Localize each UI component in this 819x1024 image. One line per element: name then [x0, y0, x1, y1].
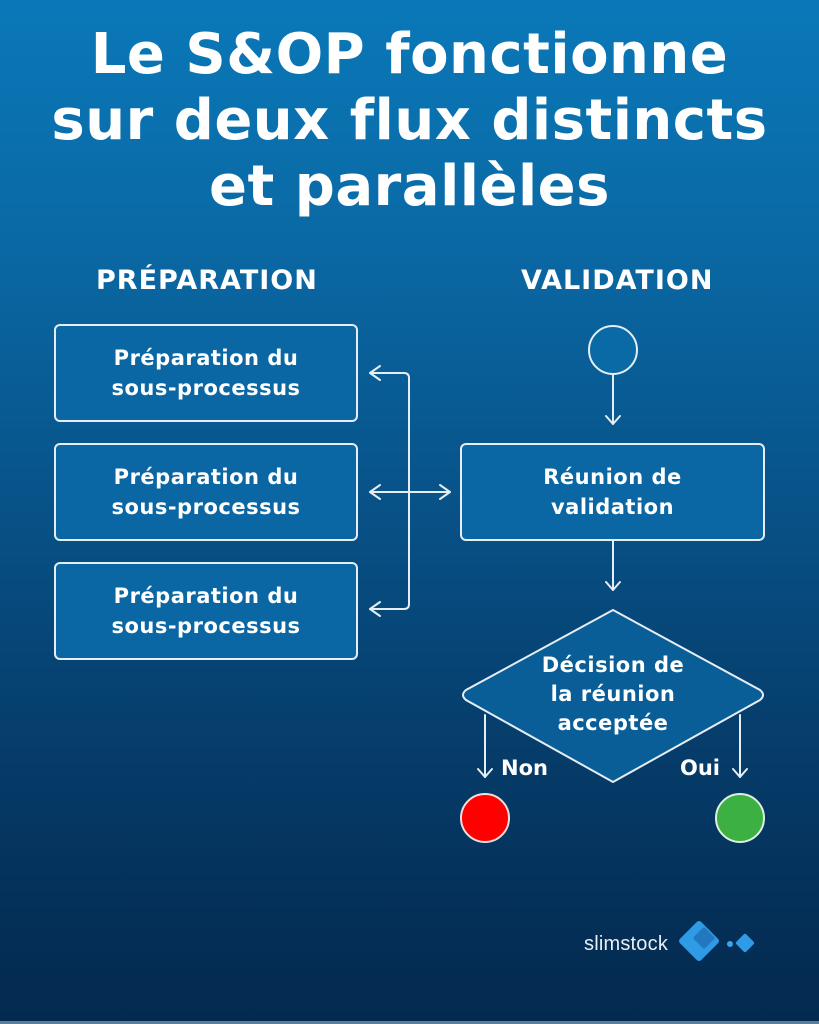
branch-no-label: Non — [501, 756, 548, 780]
arrow-left-icon — [369, 484, 381, 500]
decision-diamond — [462, 608, 764, 784]
title-line-2: sur deux flux distincts — [51, 88, 768, 153]
prep-box-1: Préparation du sous-processus — [54, 324, 358, 422]
branch-yes-label: Oui — [680, 756, 721, 780]
end-node-no-icon — [460, 793, 510, 843]
arrow-down-icon — [605, 415, 621, 425]
prep-box-line1: Préparation du — [113, 346, 299, 370]
bottom-border — [0, 1021, 819, 1024]
arrow-left-icon — [369, 601, 381, 617]
arrow-down-icon — [732, 768, 748, 778]
prep-box-line1: Préparation du — [113, 465, 299, 489]
decision-line2: la réunion — [550, 682, 676, 706]
prep-box-line2: sous-processus — [111, 495, 301, 519]
prep-box-line1: Préparation du — [113, 584, 299, 608]
arrow-right-icon — [439, 484, 451, 500]
prep-box-2: Préparation du sous-processus — [54, 443, 358, 541]
page-title: Le S&OP fonctionne sur deux flux distinc… — [0, 22, 819, 220]
slimstock-logo: slimstock — [584, 918, 760, 970]
logo-text: slimstock — [584, 932, 669, 955]
logo-diamonds-icon — [679, 921, 755, 961]
prep-box-line2: sous-processus — [111, 376, 301, 400]
prep-box-3: Préparation du sous-processus — [54, 562, 358, 660]
decision-line3: acceptée — [557, 711, 669, 735]
title-line-1: Le S&OP fonctionne — [90, 22, 729, 87]
decision-text: Décision de la réunion acceptée — [513, 651, 713, 738]
validation-heading: VALIDATION — [521, 265, 714, 296]
arrow-down-icon — [477, 768, 493, 778]
prep-box-line2: sous-processus — [111, 614, 301, 638]
end-node-yes-icon — [715, 793, 765, 843]
meeting-line1: Réunion de — [543, 465, 682, 489]
arrow-down-icon — [605, 581, 621, 591]
decision-line1: Décision de — [541, 653, 685, 677]
start-node-icon — [588, 325, 638, 375]
preparation-heading: PRÉPARATION — [96, 265, 318, 296]
validation-meeting-box: Réunion de validation — [460, 443, 765, 541]
meeting-line2: validation — [550, 495, 675, 519]
arrow-left-icon — [369, 365, 381, 381]
title-line-3: et parallèles — [209, 154, 610, 219]
